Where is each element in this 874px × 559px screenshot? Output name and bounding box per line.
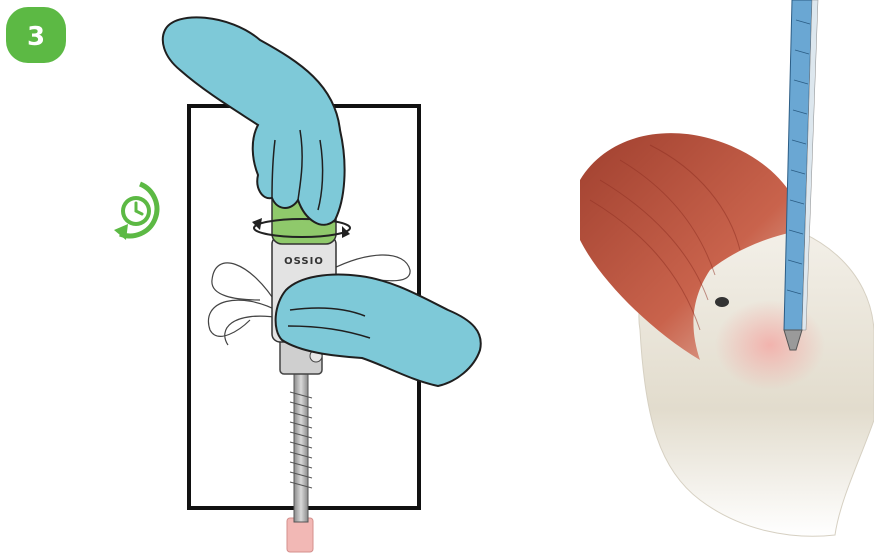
clock-rotation-icon bbox=[114, 184, 157, 240]
insertion-tip bbox=[287, 518, 313, 552]
drill-hole bbox=[715, 297, 729, 307]
brand-label: OSSIO bbox=[284, 256, 324, 267]
insertion-site bbox=[715, 300, 825, 390]
shoulder-anatomy bbox=[580, 133, 874, 536]
inserter-shaft bbox=[280, 338, 322, 522]
step-badge: 3 bbox=[6, 7, 66, 63]
step-number: 3 bbox=[27, 22, 45, 52]
